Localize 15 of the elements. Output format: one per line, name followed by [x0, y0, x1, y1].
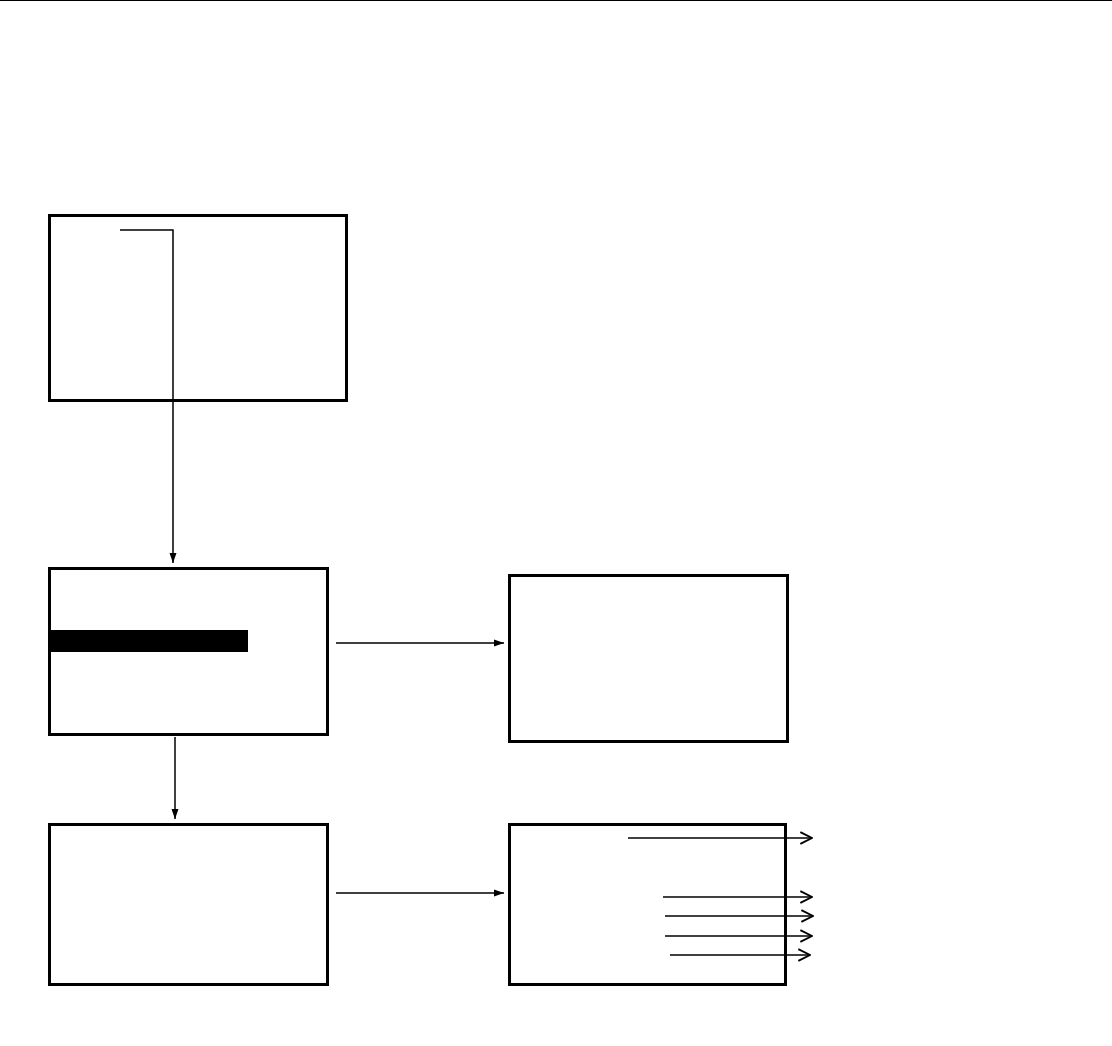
arrow [119, 229, 177, 564]
process-box [48, 214, 348, 402]
process-box [48, 567, 329, 736]
arrow [664, 929, 813, 943]
process-box [508, 823, 787, 986]
filled-bar [51, 630, 248, 652]
arrow [335, 639, 505, 647]
process-box [508, 574, 789, 743]
arrow [662, 890, 813, 904]
arrow [335, 889, 505, 897]
arrow [627, 831, 813, 845]
arrow [664, 909, 814, 923]
arrow [669, 948, 811, 962]
process-box [48, 823, 329, 986]
arrow [171, 736, 179, 820]
